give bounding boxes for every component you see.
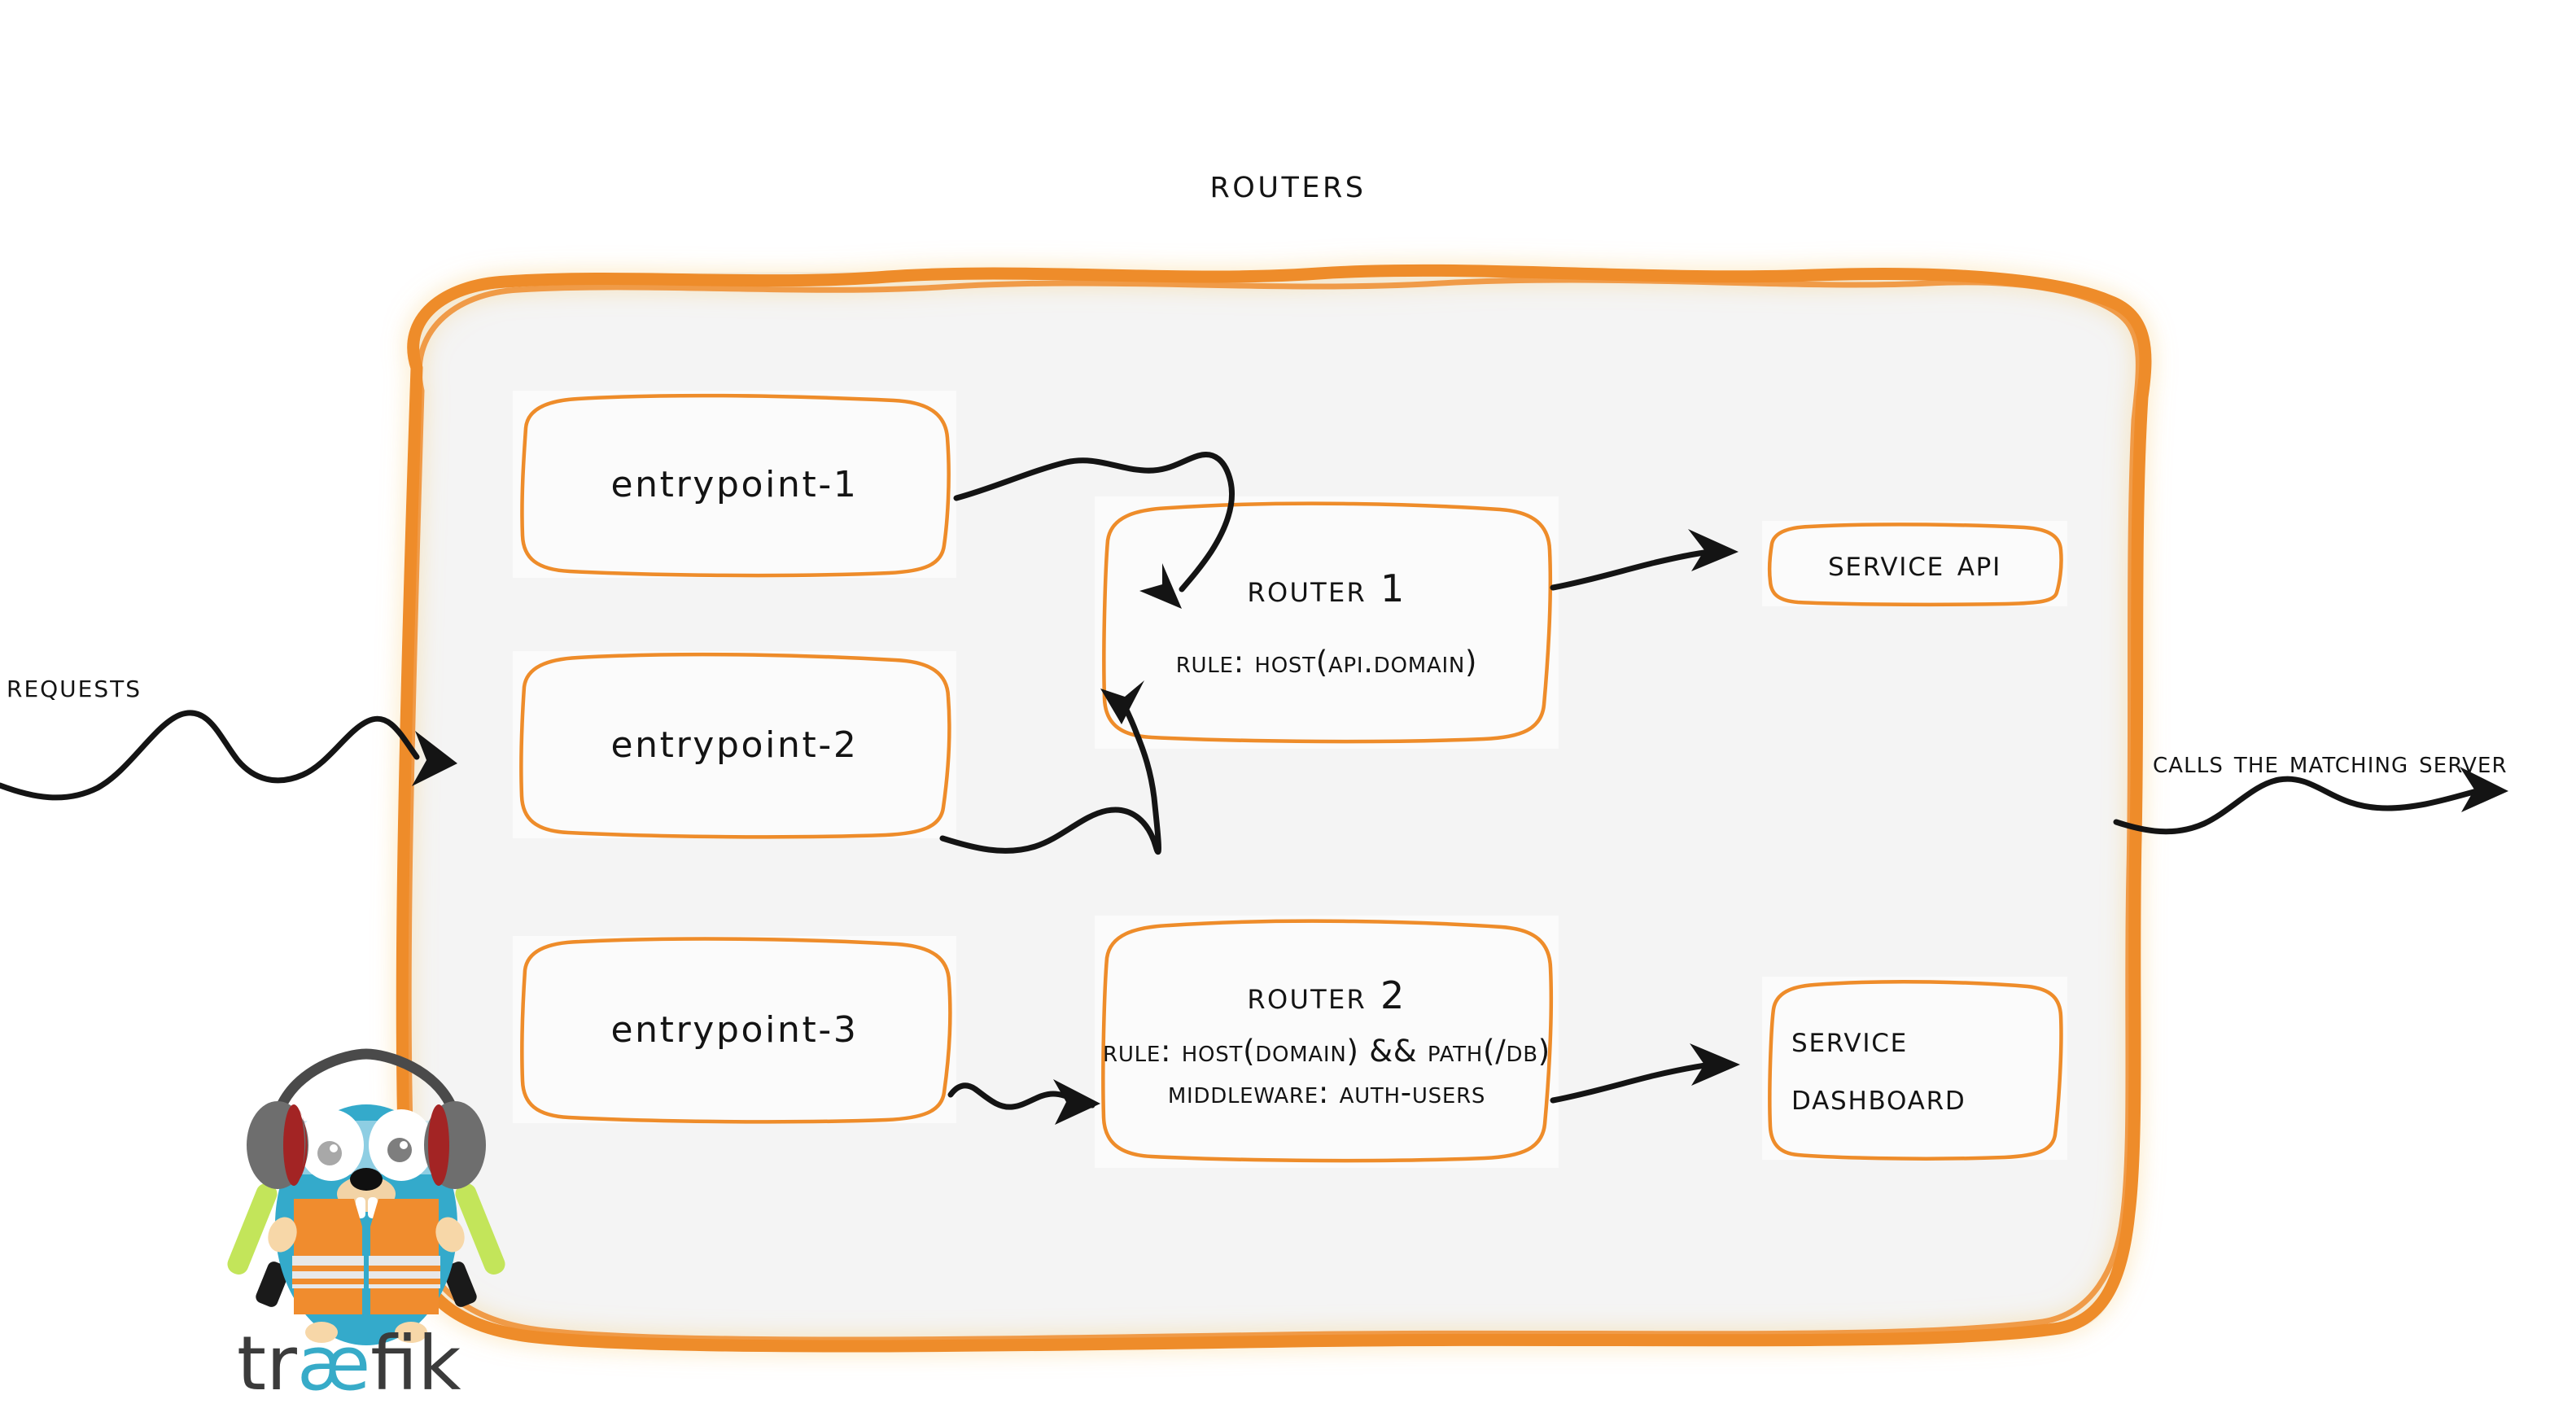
service-dashboard-line2: Dashboard xyxy=(1791,1076,1966,1118)
marshalling-wand-right xyxy=(443,1183,505,1307)
entrypoint-2-box[interactable]: entrypoint-2 xyxy=(513,651,956,839)
traefik-wordmark: træfik xyxy=(237,1320,461,1407)
gopher-pupil-right xyxy=(387,1138,412,1162)
calls-matching-server-label: Calls the matching server xyxy=(2153,745,2508,780)
ear-defender-right xyxy=(424,1101,486,1189)
service-dashboard-line1: Service xyxy=(1791,1018,1909,1060)
router-1-rule: rule: Host(api.domain) xyxy=(1175,644,1478,680)
entrypoint-1-label: entrypoint-1 xyxy=(610,463,859,505)
entrypoint-3-box[interactable]: entrypoint-3 xyxy=(513,936,956,1124)
wordmark-part-2: fik xyxy=(370,1320,461,1407)
router-2-rule: rule: Host(domain) && Path(/db) xyxy=(1103,1034,1550,1069)
router-2-middleware: Middleware: auth-users xyxy=(1167,1075,1486,1110)
gopher-nose xyxy=(350,1168,383,1191)
router-2-box[interactable]: Router 2 rule: Host(domain) && Path(/db)… xyxy=(1095,916,1559,1168)
gopher-foot-right xyxy=(395,1322,427,1343)
gopher-foot-left xyxy=(305,1322,338,1343)
wordmark-part-1: tr xyxy=(237,1320,297,1407)
traefik-logo: træfik xyxy=(227,1021,505,1407)
service-api-box[interactable]: Service API xyxy=(1762,521,2067,607)
router-1-box[interactable]: Router 1 rule: Host(api.domain) xyxy=(1095,496,1559,749)
router-2-title: Router 2 xyxy=(1247,973,1406,1017)
entrypoint-1-box[interactable]: entrypoint-1 xyxy=(513,391,956,578)
requests-label: Requests xyxy=(7,667,142,705)
safety-vest xyxy=(292,1199,440,1314)
wordmark-ligature: æ xyxy=(297,1320,370,1407)
entrypoint-2-label: entrypoint-2 xyxy=(610,724,859,766)
marshalling-wand-left xyxy=(227,1183,290,1307)
calls-matching-server-arrow-path xyxy=(2113,776,2492,835)
router-1-title: Router 1 xyxy=(1247,566,1406,610)
service-api-label: Service API xyxy=(1827,543,2002,584)
gopher-hand-right xyxy=(435,1217,465,1253)
page-title: Routers xyxy=(1209,160,1367,207)
ear-defender-headband xyxy=(273,1048,459,1117)
gopher-hand-left xyxy=(268,1217,297,1253)
gopher-pupil-left xyxy=(317,1141,342,1165)
ear-defender-left xyxy=(247,1101,308,1189)
entrypoint-3-label: entrypoint-3 xyxy=(610,1008,859,1051)
requests-arrow-path xyxy=(0,710,420,801)
service-dashboard-box[interactable]: Service Dashboard xyxy=(1762,977,2067,1161)
